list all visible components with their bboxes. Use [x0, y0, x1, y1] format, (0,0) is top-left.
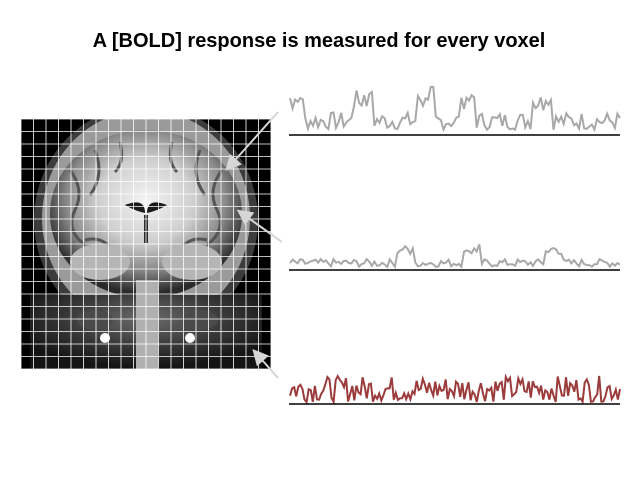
- bold-trace-middle: [289, 243, 621, 271]
- slide-title: A [BOLD] response is measured for every …: [92, 30, 546, 52]
- bold-trace-top: [289, 85, 621, 136]
- pointer-arrow-bottom: [252, 349, 279, 379]
- bold-trace-bottom: [289, 373, 621, 406]
- voxel-grid: [20, 118, 272, 370]
- pointer-arrow-top: [225, 111, 279, 171]
- pointer-arrow-middle: [236, 209, 283, 243]
- voxel-pointers: [225, 111, 283, 379]
